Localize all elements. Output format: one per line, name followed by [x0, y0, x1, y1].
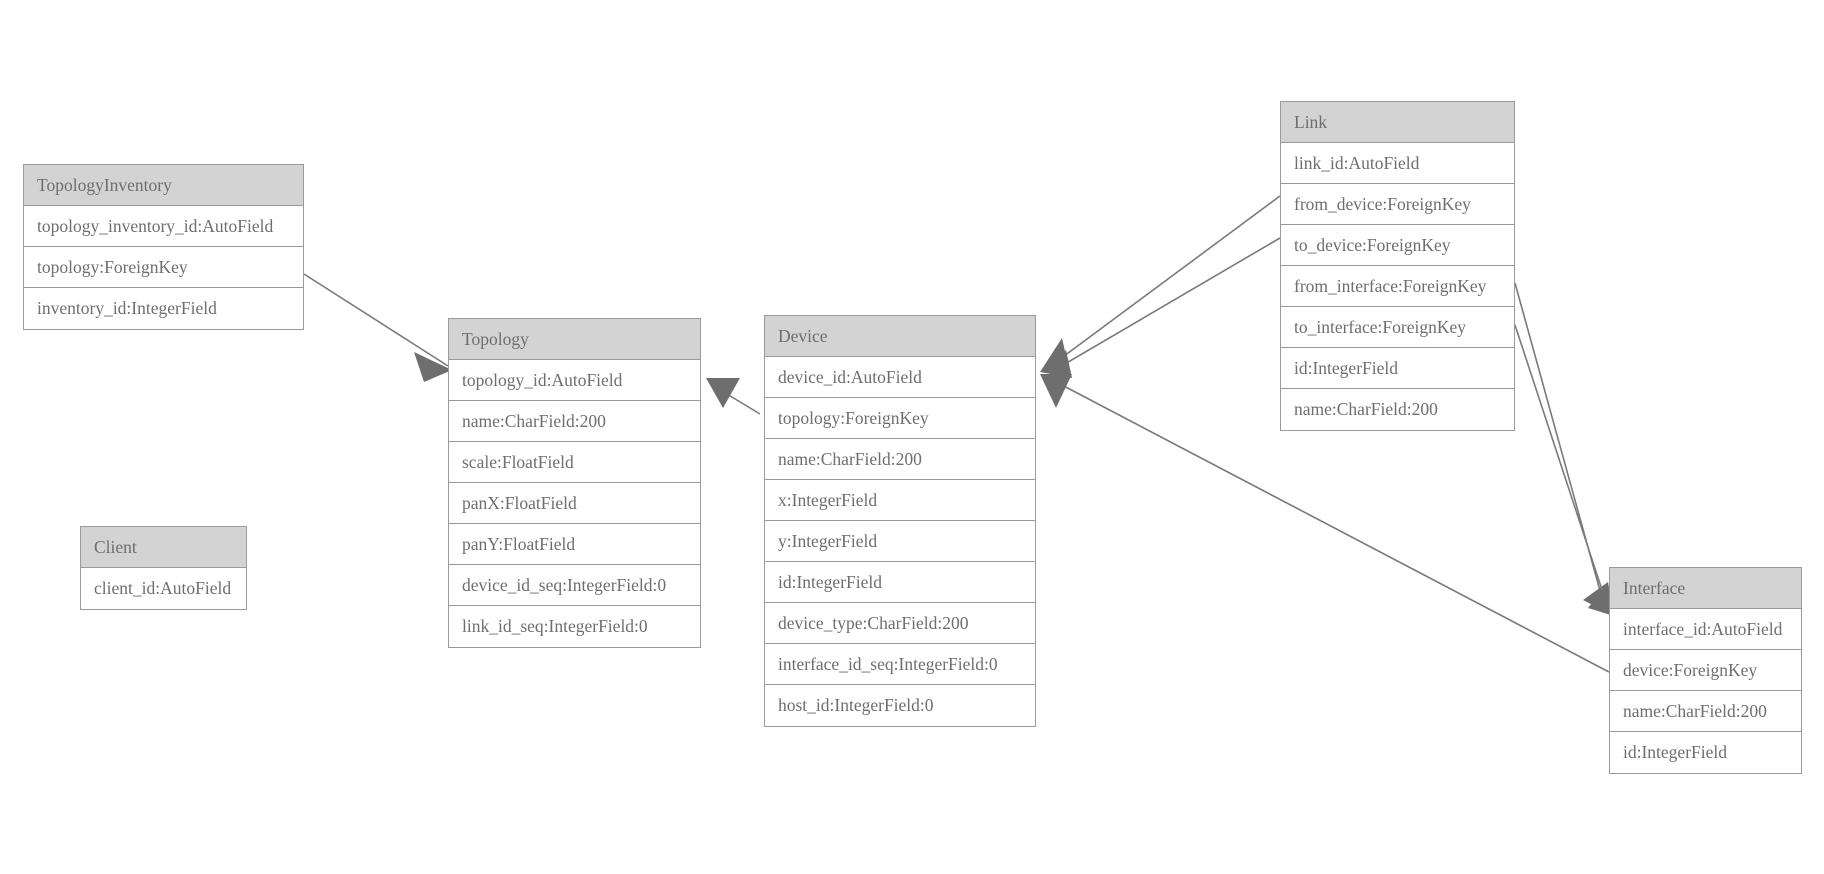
entity-field[interactable]: host_id:IntegerField:0	[778, 695, 934, 715]
entity-field[interactable]: name:CharField:200	[765, 439, 1035, 480]
entity-field[interactable]: panX:FloatField	[449, 483, 700, 524]
entity-field[interactable]: inventory_id:IntegerField	[37, 298, 217, 318]
entity-field[interactable]: name:CharField:200	[449, 401, 700, 442]
entity-title-device: Device	[765, 316, 1035, 357]
entity-field[interactable]: y:IntegerField	[765, 521, 1035, 562]
entity-field[interactable]: scale:FloatField	[449, 442, 700, 483]
entity-topology[interactable]: Topology topology_id:AutoField name:Char…	[448, 318, 701, 648]
entity-link[interactable]: Link link_id:AutoField from_device:Forei…	[1280, 101, 1515, 431]
entity-field[interactable]: topology_id:AutoField	[449, 360, 700, 401]
entity-field[interactable]: device:ForeignKey	[1610, 650, 1801, 691]
entity-field[interactable]: id:IntegerField	[1281, 348, 1514, 389]
entity-client[interactable]: Client client_id:AutoField	[80, 526, 247, 610]
entity-field[interactable]: topology_inventory_id:AutoField	[24, 206, 303, 247]
entity-title-topology: Topology	[449, 319, 700, 360]
entity-field[interactable]: topology:ForeignKey	[765, 398, 1035, 439]
entity-field[interactable]: panY:FloatField	[449, 524, 700, 565]
entity-field[interactable]: id:IntegerField	[1623, 742, 1728, 762]
entity-device[interactable]: Device device_id:AutoField topology:Fore…	[764, 315, 1036, 727]
entity-title-interface: Interface	[1610, 568, 1801, 609]
entity-field[interactable]: to_device:ForeignKey	[1281, 225, 1514, 266]
relation-device-topology	[706, 378, 761, 415]
entity-field[interactable]: device_type:CharField:200	[765, 603, 1035, 644]
entity-field[interactable]: name:CharField:200	[1294, 399, 1438, 419]
entity-title-topology-inventory: TopologyInventory	[24, 165, 303, 206]
entity-field[interactable]: from_interface:ForeignKey	[1281, 266, 1514, 307]
relation-link-todevice-device	[1040, 237, 1281, 378]
entity-interface[interactable]: Interface interface_id:AutoField device:…	[1609, 567, 1802, 774]
relation-link-tointerface-interface	[1514, 324, 1614, 616]
entity-field[interactable]: from_device:ForeignKey	[1281, 184, 1514, 225]
entity-field[interactable]: link_id:AutoField	[1281, 143, 1514, 184]
entity-field[interactable]: client_id:AutoField	[94, 578, 232, 598]
entity-title-client: Client	[81, 527, 246, 568]
relation-topologyinventory-topology	[303, 273, 452, 382]
entity-field[interactable]: x:IntegerField	[765, 480, 1035, 521]
entity-field[interactable]: id:IntegerField	[765, 562, 1035, 603]
entity-field[interactable]: interface_id_seq:IntegerField:0	[765, 644, 1035, 685]
entity-field[interactable]: interface_id:AutoField	[1610, 609, 1801, 650]
entity-field[interactable]: link_id_seq:IntegerField:0	[462, 616, 648, 636]
entity-field[interactable]: to_interface:ForeignKey	[1281, 307, 1514, 348]
entity-field[interactable]: device_id_seq:IntegerField:0	[449, 565, 700, 606]
entity-field[interactable]: device_id:AutoField	[765, 357, 1035, 398]
entity-field[interactable]: name:CharField:200	[1610, 691, 1801, 732]
entity-topology-inventory[interactable]: TopologyInventory topology_inventory_id:…	[23, 164, 304, 330]
relation-link-fromdevice-device	[1040, 195, 1281, 374]
entity-field[interactable]: topology:ForeignKey	[24, 247, 303, 288]
relation-link-frominterface-interface	[1514, 282, 1614, 616]
entity-title-link: Link	[1281, 102, 1514, 143]
